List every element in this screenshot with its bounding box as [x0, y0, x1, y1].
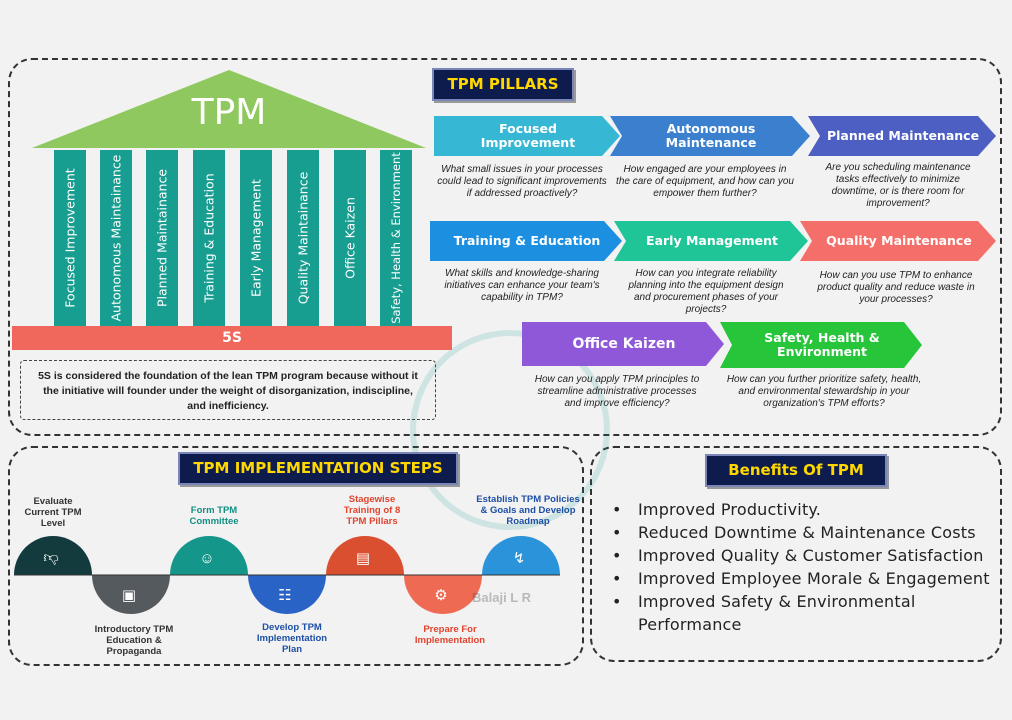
presentation-icon: ▣: [121, 587, 137, 604]
benefit-item: Reduced Downtime & Maintenance Costs: [612, 521, 997, 544]
pillar-question-quality-maintenance: How can you use TPM to enhance product q…: [817, 270, 975, 305]
flowchart-icon: ☷: [278, 587, 292, 604]
pillar-arrow-planned-maintenance: Planned Maintenance: [808, 116, 996, 156]
pillar-arrow-safety-health-environment: Safety, Health & Environment: [720, 322, 922, 368]
temple-roof: [32, 70, 426, 148]
pillar-arrow-focused-improvement: Focused Improvement: [434, 116, 620, 156]
pillar-arrow-early-management: Early Management: [614, 221, 808, 261]
watermark-text: Balaji L R: [472, 590, 532, 605]
temple-column-focused-improvement: Focused Improvement: [54, 150, 86, 326]
pillar-question-early-management: How can you integrate reliability planni…: [628, 268, 784, 315]
pillar-question-office-kaizen: How can you apply TPM principles to stre…: [534, 374, 700, 409]
step-introductory: Introductory TPM Education & Propaganda: [94, 624, 174, 657]
pillar-arrow-training-education: Training & Education: [430, 221, 622, 261]
pillar-question-autonomous-maintenance: How engaged are your employees in the ca…: [616, 164, 794, 199]
benefit-item: Improved Safety & Environmental Performa…: [612, 590, 997, 636]
steps-wave: [14, 536, 560, 614]
steps-panel: [8, 446, 584, 666]
temple-column-quality-maintainance: Quality Maintainance: [287, 150, 319, 326]
training-icon: ▤: [355, 550, 371, 567]
temple-column-early-management: Early Management: [240, 150, 272, 326]
temple-base-5s: 5S: [12, 326, 452, 350]
step-develop-plan: Develop TPM Implementation Plan: [256, 622, 328, 655]
pillars-title: TPM PILLARS: [432, 68, 574, 101]
pillar-arrow-autonomous-maintenance: Autonomous Maintenance: [610, 116, 810, 156]
temple-column-planned-maintainance: Planned Maintainance: [146, 150, 178, 326]
temple-title: TPM: [191, 92, 267, 133]
gears-icon: ⚙: [434, 587, 448, 604]
pillar-question-training-education: What skills and knowledge-sharing initia…: [444, 268, 600, 303]
step-form-committee: Form TPM Committee: [189, 505, 239, 527]
benefit-item: Improved Productivity.: [612, 498, 997, 521]
pillars-panel: [8, 58, 1002, 436]
step-prepare: Prepare For Implementation: [414, 624, 486, 646]
benefits-panel: [590, 446, 1002, 662]
benefit-item: Improved Employee Morale & Engagement: [612, 567, 997, 590]
thumbs-down-icon: 👎︎: [43, 549, 59, 566]
step-evaluate: Evaluate Current TPM Level: [24, 496, 82, 529]
temple-column-autonomous-maintainance: Autonomous Maintainance: [100, 150, 132, 326]
pillar-question-focused-improvement: What small issues in your processes coul…: [437, 164, 607, 199]
benefit-item: Improved Quality & Customer Satisfaction: [612, 544, 997, 567]
benefits-title: Benefits Of TPM: [705, 454, 887, 487]
roadmap-icon: ↯: [512, 550, 526, 567]
step-establish-policies: Establish TPM Policies & Goals and Devel…: [476, 494, 580, 527]
team-icon: ☺: [199, 549, 215, 567]
steps-title: TPM IMPLEMENTATION STEPS: [178, 452, 458, 485]
pillar-arrow-quality-maintenance: Quality Maintenance: [800, 221, 996, 261]
temple-column-training-education: Training & Education: [193, 150, 225, 326]
temple-column-office-kaizen: Office Kaizen: [334, 150, 366, 326]
temple-column-safety-health-environment: Safety, Health & Environment: [380, 150, 412, 326]
step-stagewise-training: Stagewise Training of 8 TPM Pillars: [343, 494, 401, 527]
pillar-question-safety-health-environment: How can you further prioritize safety, h…: [726, 374, 922, 409]
foundation-note: 5S is considered the foundation of the l…: [20, 360, 436, 420]
benefits-list: Improved Productivity. Reduced Downtime …: [612, 498, 997, 636]
pillar-question-planned-maintenance: Are you scheduling maintenance tasks eff…: [825, 162, 971, 209]
pillar-arrow-office-kaizen: Office Kaizen: [522, 322, 724, 366]
